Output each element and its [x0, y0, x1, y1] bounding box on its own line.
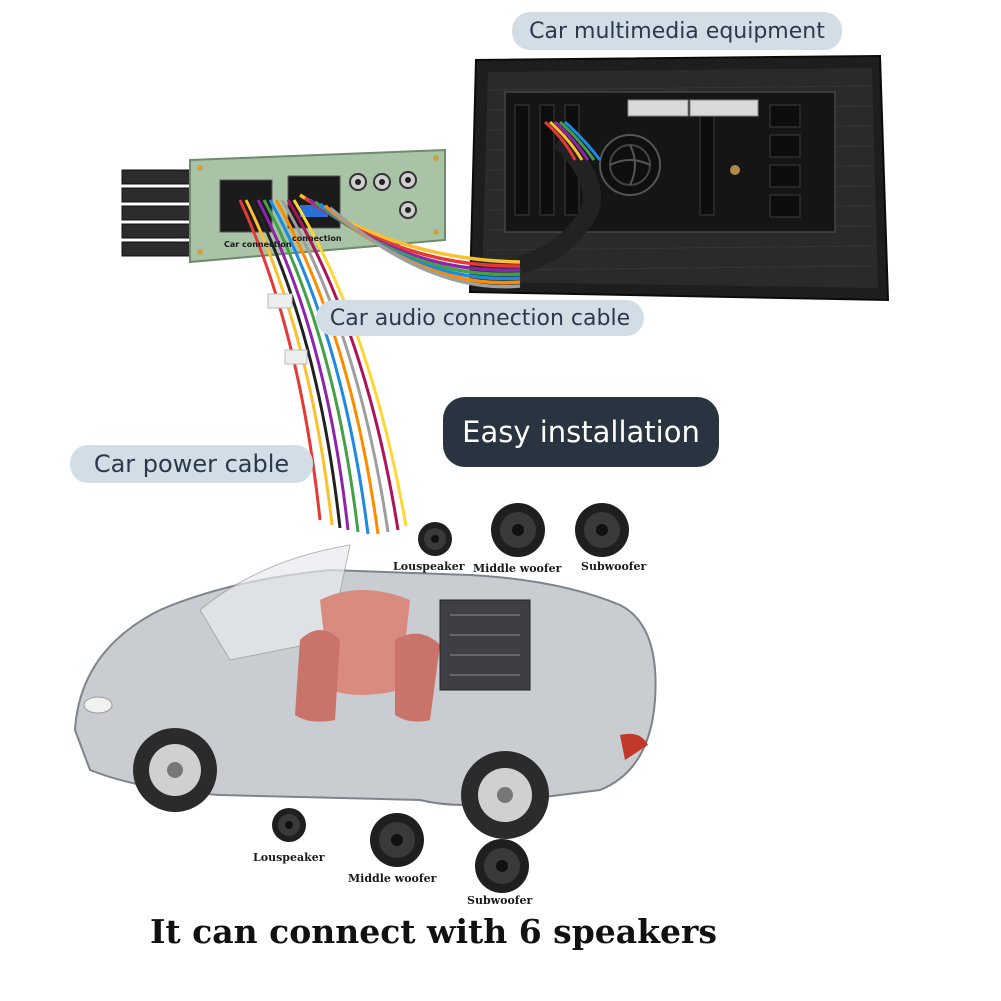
amp-port-label-right: connection	[292, 234, 342, 243]
power-cable-graphic	[238, 199, 408, 535]
speaker-label-top-3: Subwoofer	[581, 560, 647, 573]
label-easy-installation: Easy installation	[443, 397, 719, 467]
speakers-graphic	[272, 503, 629, 893]
speaker-label-bottom-2: Middle woofer	[348, 872, 437, 885]
amp-port-label-left: Car connection	[224, 240, 292, 249]
label-audio-connection-cable: Car audio connection cable	[316, 300, 644, 336]
head-unit-graphic	[468, 54, 890, 302]
speaker-label-bottom-3: Subwoofer	[467, 894, 533, 907]
speaker-label-top-2: Middle woofer	[473, 562, 562, 575]
car-graphic	[73, 544, 657, 839]
speaker-label-top-1: Louspeaker	[393, 560, 465, 573]
speaker-bottom-2	[370, 813, 424, 867]
speaker-bottom-3	[475, 839, 529, 893]
speaker-top-2	[491, 503, 545, 557]
connection-cable-graphic	[299, 193, 521, 289]
caption-six-speakers: It can connect with 6 speakers	[150, 912, 718, 951]
speaker-top-3	[575, 503, 629, 557]
label-power-cable: Car power cable	[70, 445, 313, 483]
speaker-bottom-1	[272, 808, 306, 842]
speaker-top-1	[418, 522, 452, 556]
speaker-label-bottom-1: Louspeaker	[253, 851, 325, 864]
label-multimedia-equipment: Car multimedia equipment	[512, 12, 842, 50]
